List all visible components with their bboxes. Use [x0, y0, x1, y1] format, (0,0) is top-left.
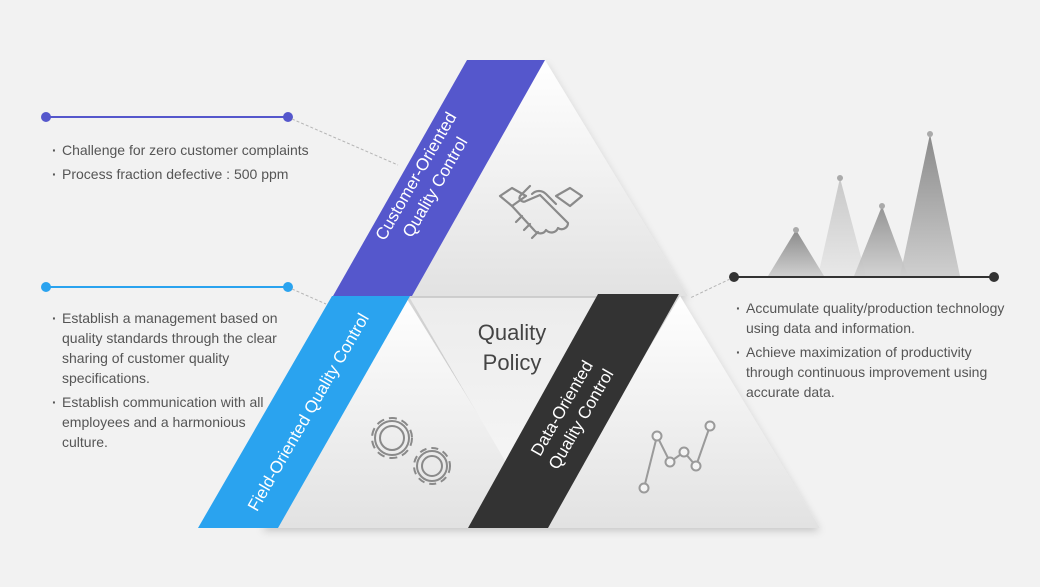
center-title-line2: Policy: [462, 348, 562, 378]
center-title-line1: Quality: [462, 318, 562, 348]
center-title: Quality Policy: [462, 318, 562, 378]
data-point: Accumulate quality/production technology…: [736, 298, 1006, 338]
field-point: Establish communication with all employe…: [52, 392, 292, 452]
data-points: Accumulate quality/production technology…: [736, 298, 1006, 406]
customer-point: Challenge for zero customer complaints: [52, 140, 352, 160]
field-point: Establish a management based on quality …: [52, 308, 292, 388]
customer-points: Challenge for zero customer complaints P…: [52, 140, 352, 188]
customer-point: Process fraction defective : 500 ppm: [52, 164, 352, 184]
field-points: Establish a management based on quality …: [52, 308, 292, 456]
data-point: Achieve maximization of productivity thr…: [736, 342, 1006, 402]
